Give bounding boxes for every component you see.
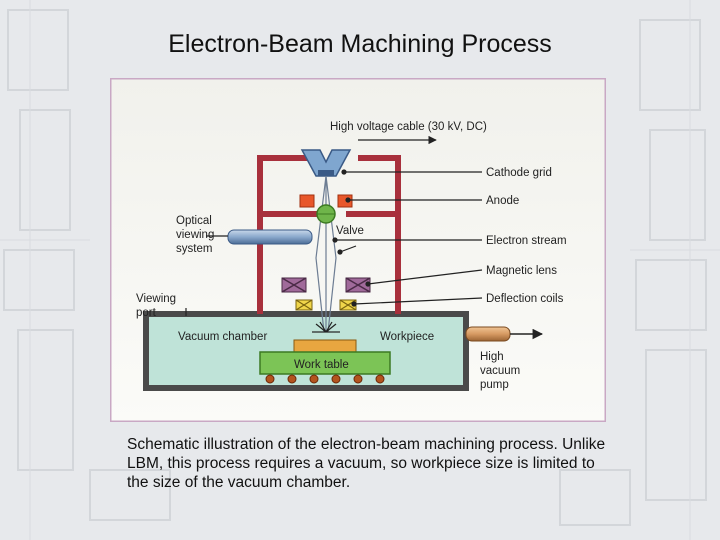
- label-optical-3: system: [176, 243, 212, 255]
- electron-stream: [315, 175, 337, 333]
- label-optical-2: viewing: [176, 229, 214, 241]
- table-rollers: [265, 374, 385, 384]
- label-deflection-coils: Deflection coils: [486, 293, 564, 305]
- work-table: [259, 351, 391, 375]
- label-high-voltage-cable: High voltage cable (30 kV, DC): [330, 121, 487, 133]
- label-pump-2: vacuum: [480, 365, 520, 377]
- label-pump-1: High: [480, 351, 504, 363]
- label-valve: Valve: [336, 225, 364, 237]
- magnetic-lens: [281, 277, 371, 293]
- beam-impact-spark: [312, 321, 340, 333]
- label-workpiece: Workpiece: [380, 331, 434, 343]
- optical-viewing-pipe: [227, 229, 313, 245]
- label-viewing-port-1: Viewing: [136, 293, 176, 305]
- workpiece: [293, 339, 357, 353]
- anode-left: [299, 194, 315, 208]
- page-title: Electron-Beam Machining Process: [168, 30, 552, 58]
- label-cathode-grid: Cathode grid: [486, 167, 552, 179]
- ebm-diagram: High voltage cable (30 kV, DC) Cathode g…: [108, 76, 608, 424]
- label-pump-3: pump: [480, 379, 509, 391]
- figure-caption: Schematic illustration of the electron-b…: [127, 436, 606, 491]
- label-electron-stream: Electron stream: [486, 235, 567, 247]
- vacuum-pump-pipe: [465, 326, 511, 342]
- label-optical-1: Optical: [176, 215, 212, 227]
- column-frame: [257, 155, 401, 314]
- label-work-table: Work table: [294, 359, 349, 371]
- label-anode: Anode: [486, 195, 519, 207]
- label-magnetic-lens: Magnetic lens: [486, 265, 557, 277]
- cathode-grid: [318, 170, 334, 176]
- deflection-coils: [295, 299, 357, 311]
- label-viewing-port-2: port: [136, 307, 157, 319]
- label-vacuum-chamber: Vacuum chamber: [178, 331, 267, 343]
